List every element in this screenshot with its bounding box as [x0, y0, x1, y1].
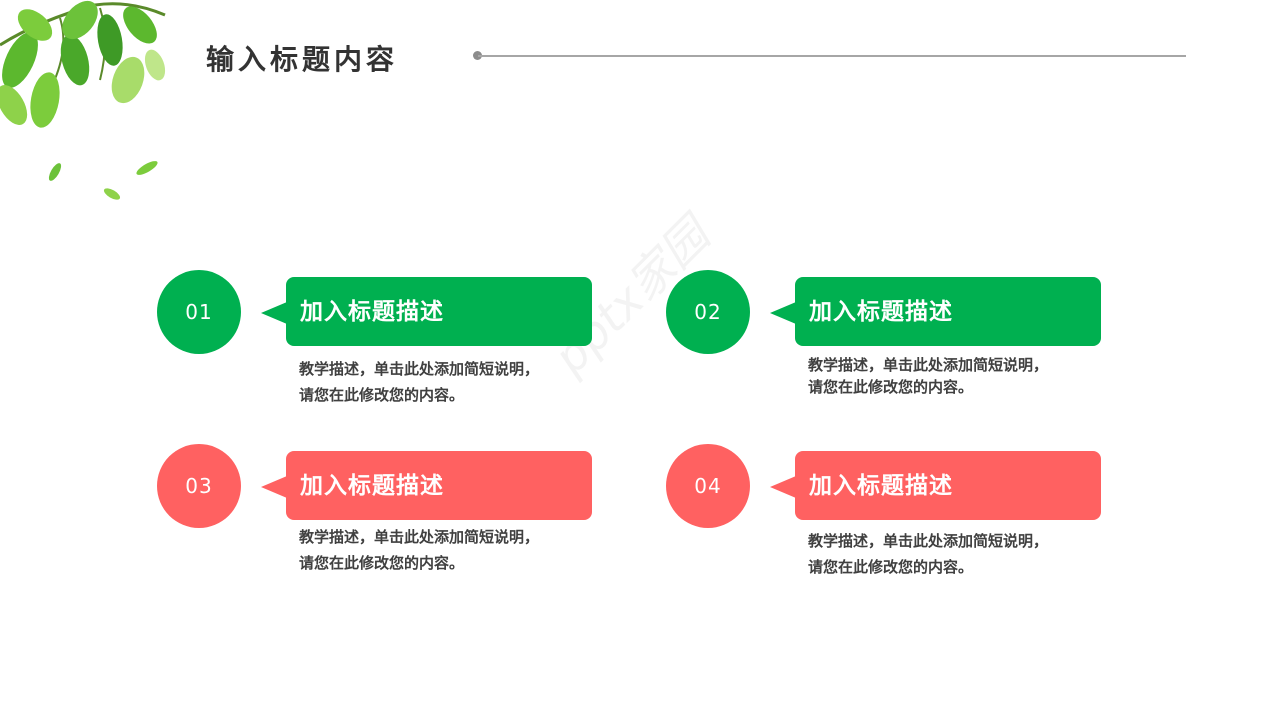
- speech-pointer: [261, 476, 287, 498]
- page-title: 输入标题内容: [206, 43, 399, 76]
- info-card-3: 03 加入标题描述 教学描述，单击此处添加简短说明，请您在此修改您的内容。: [157, 444, 597, 604]
- title-line-dot: [473, 51, 482, 60]
- card-number-badge: 04: [666, 444, 750, 528]
- info-card-4: 04 加入标题描述 教学描述，单击此处添加简短说明，请您在此修改您的内容。: [666, 444, 1106, 604]
- card-description: 教学描述，单击此处添加简短说明，请您在此修改您的内容。: [808, 532, 1049, 576]
- card-heading: 加入标题描述: [795, 277, 1101, 346]
- leaves-decoration: [0, 0, 166, 200]
- speech-pointer: [770, 476, 796, 498]
- title-divider: [478, 55, 1186, 57]
- card-heading: 加入标题描述: [286, 451, 592, 520]
- card-number-badge: 03: [157, 444, 241, 528]
- card-description: 教学描述，单击此处添加简短说明，请您在此修改您的内容。: [808, 356, 1049, 396]
- card-number-badge: 01: [157, 270, 241, 354]
- card-number-badge: 02: [666, 270, 750, 354]
- card-description: 教学描述，单击此处添加简短说明，请您在此修改您的内容。: [299, 528, 540, 572]
- info-card-2: 02 加入标题描述 教学描述，单击此处添加简短说明，请您在此修改您的内容。: [666, 270, 1106, 430]
- card-heading: 加入标题描述: [795, 451, 1101, 520]
- card-description: 教学描述，单击此处添加简短说明，请您在此修改您的内容。: [299, 360, 540, 404]
- speech-pointer: [261, 302, 287, 324]
- speech-pointer: [770, 302, 796, 324]
- info-card-1: 01 加入标题描述 教学描述，单击此处添加简短说明，请您在此修改您的内容。: [157, 270, 597, 430]
- card-heading: 加入标题描述: [286, 277, 592, 346]
